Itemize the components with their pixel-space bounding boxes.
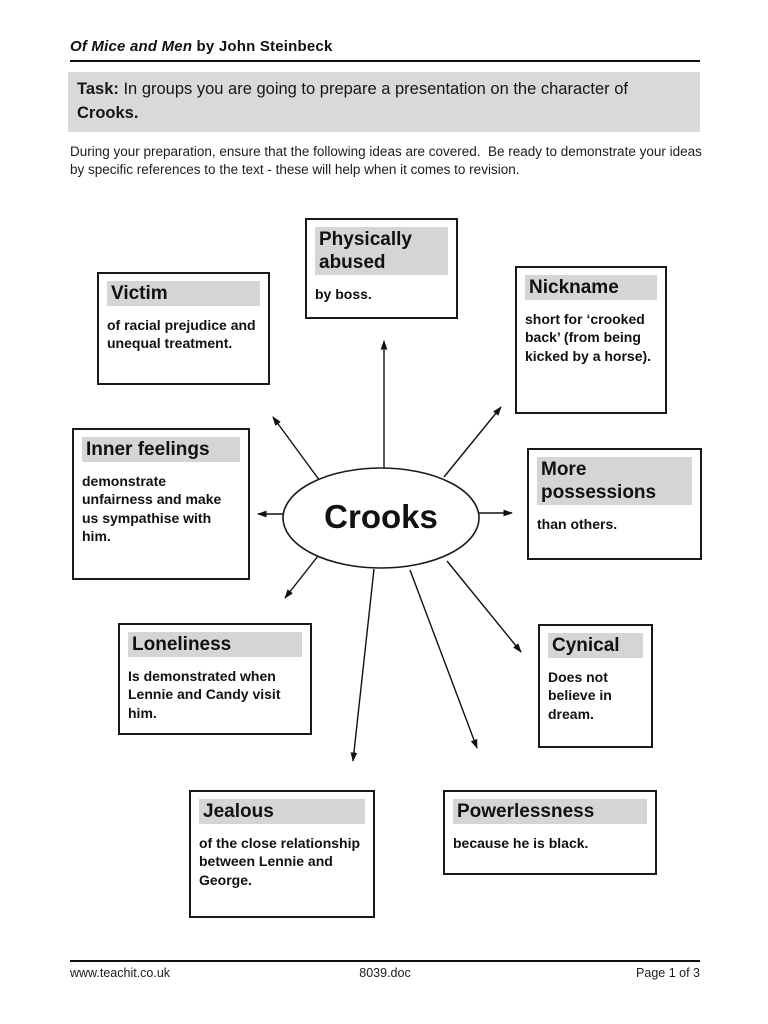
node-victim: Victim of racial prejudice and unequal t… (97, 272, 270, 385)
node-title: Powerlessness (453, 799, 647, 825)
arrow-to-powerlessness (409, 569, 478, 749)
book-author: by John Steinbeck (192, 38, 333, 55)
footer-divider (70, 960, 700, 962)
intro-paragraph: During your preparation, ensure that the… (70, 144, 706, 177)
node-loneliness: Loneliness Is demonstrated when Lennie a… (118, 623, 312, 735)
node-title: Physically abused (315, 227, 448, 276)
node-title: Cynical (548, 633, 643, 659)
node-title: More possessions (537, 457, 692, 506)
document-header: Of Mice and Men by John Steinbeck (70, 38, 333, 55)
header-divider (70, 60, 700, 62)
node-body: by boss. (315, 286, 372, 303)
node-body: demonstrate unfairness and make us sympa… (82, 473, 222, 544)
node-physically-abused: Physically abused by boss. (305, 218, 458, 319)
book-title: Of Mice and Men (70, 38, 193, 55)
node-inner-feelings: Inner feelings demonstrate unfairness an… (72, 428, 250, 580)
node-nickname: Nickname short for ‘crooked back’ (from … (515, 266, 667, 414)
task-emphasis: Crooks. (77, 103, 139, 122)
node-title: Victim (107, 281, 260, 307)
center-node-label: Crooks (324, 498, 438, 535)
node-body: Is demonstrated when Lennie and Candy vi… (128, 668, 281, 721)
node-title: Inner feelings (82, 437, 240, 463)
arrow-to-loneliness (284, 555, 319, 599)
node-body: short for ‘crooked back’ (from being kic… (525, 311, 652, 364)
arrow-to-cynical (446, 560, 522, 653)
footer-page-number: Page 1 of 3 (636, 966, 700, 980)
page-footer: www.teachit.co.uk 8039.doc Page 1 of 3 (70, 966, 700, 980)
node-body: because he is black. (453, 835, 589, 852)
node-body: than others. (537, 516, 618, 533)
task-box: Task: In groups you are going to prepare… (68, 72, 700, 132)
node-jealous: Jealous of the close relationship betwee… (189, 790, 375, 918)
node-powerlessness: Powerlessness because he is black. (443, 790, 657, 875)
center-ellipse (282, 467, 480, 569)
task-label: Task: (77, 80, 119, 98)
node-title: Loneliness (128, 632, 302, 658)
node-more-possessions: More possessions than others. (527, 448, 702, 560)
node-title: Nickname (525, 275, 657, 301)
task-body: In groups you are going to prepare a pre… (118, 80, 628, 98)
node-body: of the close relationship between Lennie… (199, 835, 361, 888)
node-body: of racial prejudice and unequal treatmen… (107, 317, 256, 352)
node-title: Jealous (199, 799, 365, 825)
footer-website: www.teachit.co.uk (70, 966, 171, 980)
node-cynical: Cynical Does not believe in dream. (538, 624, 653, 748)
node-body: Does not believe in dream. (548, 669, 612, 722)
arrow-to-jealous (350, 568, 375, 762)
arrow-to-victim (272, 416, 321, 482)
footer-filename: 8039.doc (359, 966, 411, 980)
arrow-to-nickname (443, 406, 502, 478)
